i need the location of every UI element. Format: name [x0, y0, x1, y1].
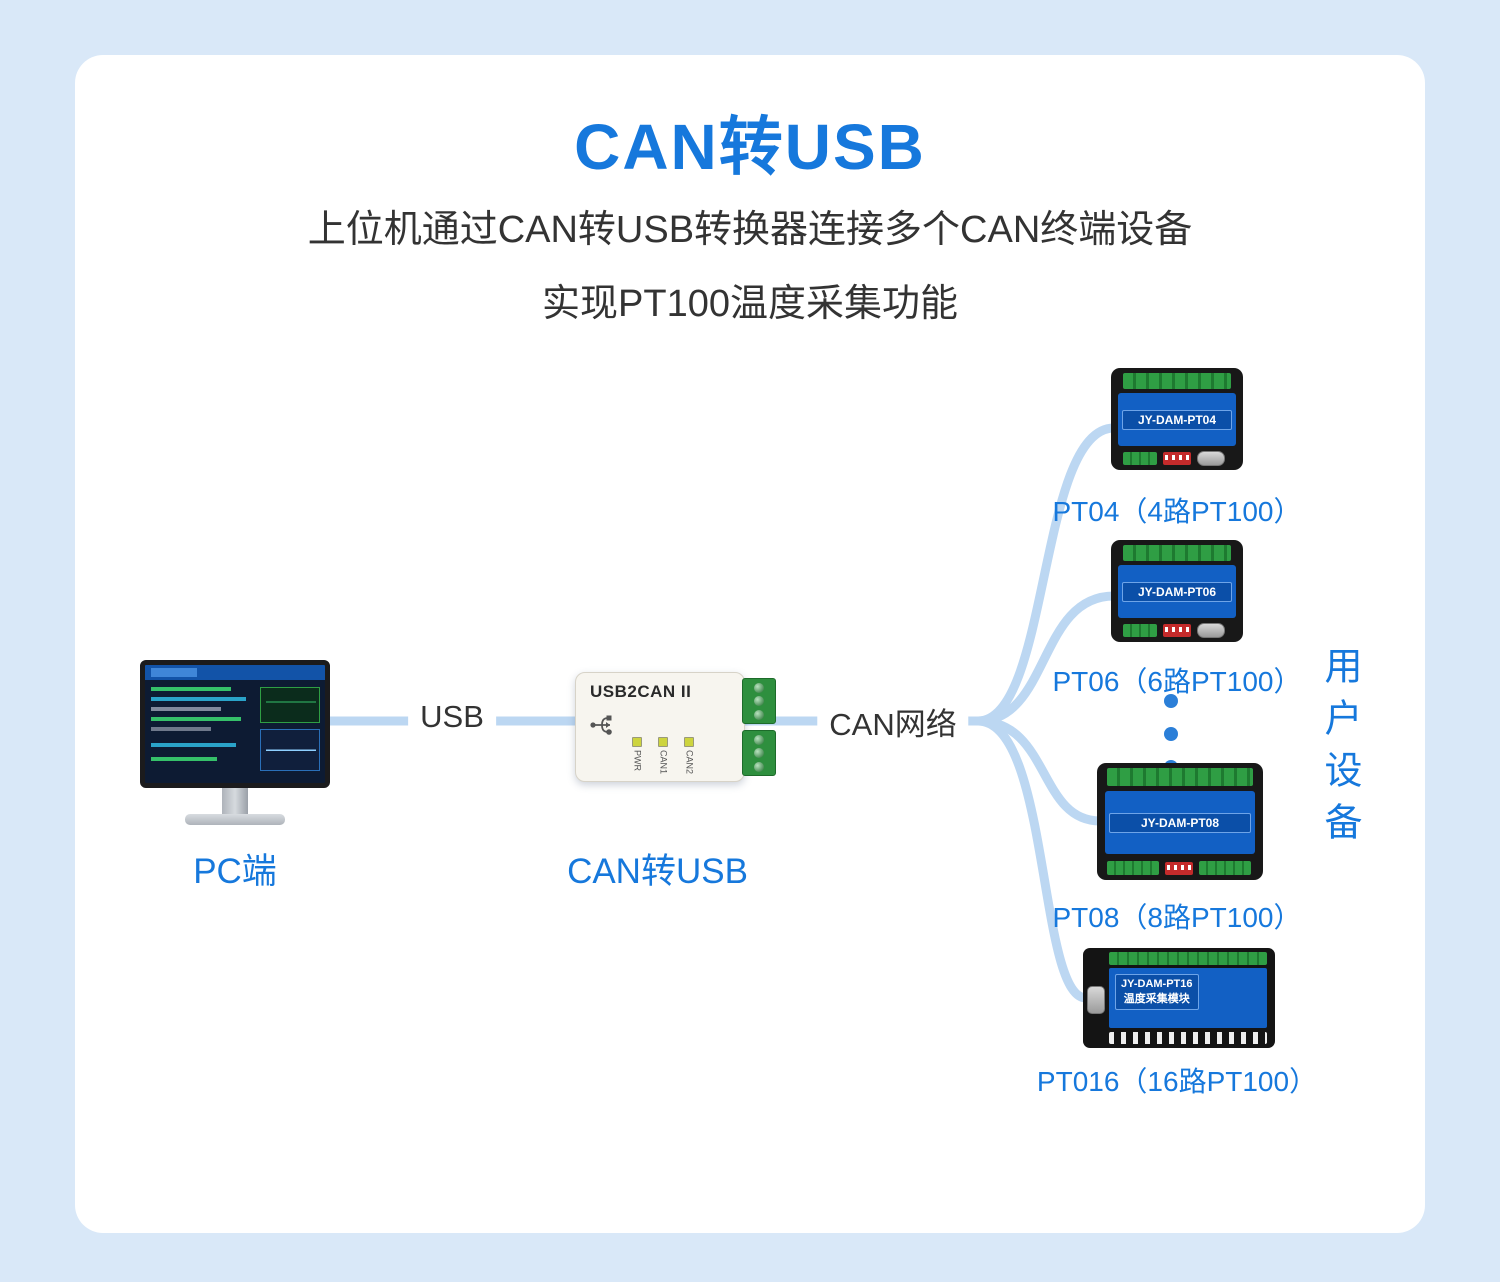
device-bottom-row: [1123, 451, 1231, 466]
terminal-screw: [754, 748, 764, 758]
user-devices-side-label: 用户设备: [1318, 646, 1360, 854]
terminal-screw: [754, 734, 764, 745]
usb2can-converter: USB2CAN II PWR CAN1 CAN2: [575, 672, 776, 782]
terminal-strip: [1123, 452, 1157, 465]
pc-screen: [140, 660, 330, 788]
led-label: PWR: [632, 749, 643, 771]
device-caption-pt06: PT06（6路PT100）: [1052, 666, 1302, 697]
device-model-line: JY-DAM-PT16: [1121, 978, 1193, 990]
pc-screen-textline: [151, 757, 217, 761]
device-model-subtitle: 温度采集模块: [1123, 992, 1190, 1005]
subtitle-line1: 上位机通过CAN转USB转换器连接多个CAN终端设备: [307, 209, 1193, 251]
device-model-text: JY-DAM-PT16 温度采集模块: [1115, 974, 1199, 1010]
db9-connector: [1197, 623, 1225, 638]
db9-connector: [1087, 986, 1105, 1014]
pc-monitor: [140, 660, 330, 825]
converter-led-group: PWR CAN1 CAN2: [632, 736, 695, 774]
pc-screen-waveform: [266, 743, 316, 759]
device-pt06: JY-DAM-PT06: [1111, 540, 1243, 642]
pc-screen-tab: [151, 668, 197, 677]
pc-screen-textline: [151, 687, 231, 691]
terminal-screw: [754, 709, 764, 720]
device-board: JY-DAM-PT04: [1118, 393, 1236, 446]
usb-link-label: USB: [408, 699, 496, 735]
db9-connector: [1197, 451, 1225, 466]
pc-monitor-stand: [222, 788, 248, 814]
device-pt08: JY-DAM-PT08: [1097, 763, 1263, 880]
pc-screen-textline: [151, 727, 211, 731]
pc-screen-textline: [151, 707, 221, 711]
pc-screen-textline: [151, 743, 236, 747]
terminal-strip: [1123, 624, 1157, 637]
terminal-strip: [1199, 861, 1251, 875]
led-label: CAN1: [658, 749, 669, 774]
device-caption-pt04: PT04（4路PT100）: [1052, 496, 1302, 527]
page-title: CAN转USB: [574, 111, 926, 183]
terminal-screw: [754, 696, 764, 706]
terminal-block: [742, 730, 776, 776]
led-indicator: [658, 736, 668, 747]
device-model-text: JY-DAM-PT06: [1122, 581, 1232, 602]
device-pt04: JY-DAM-PT04: [1111, 368, 1243, 470]
device-bottom-row: [1123, 623, 1231, 638]
terminal-screw: [754, 761, 764, 772]
terminal-block: [742, 678, 776, 724]
led-label: CAN2: [684, 749, 695, 774]
subtitle-line2: 实现PT100温度采集功能: [542, 283, 958, 325]
dip-switch: [1163, 452, 1191, 465]
terminal-strip: [1123, 545, 1231, 561]
device-caption-pt08: PT08（8路PT100）: [1052, 902, 1302, 933]
usb-trident-icon: [590, 715, 612, 735]
terminal-strip: [1123, 373, 1231, 389]
led-indicator: [684, 736, 694, 747]
pc-label: PC端: [193, 852, 277, 891]
terminal-screw: [754, 682, 764, 693]
pc-screen-textline: [151, 717, 241, 721]
device-board: JY-DAM-PT06: [1118, 565, 1236, 618]
converter-terminal-block: [742, 678, 776, 776]
dip-switch: [1165, 861, 1193, 875]
terminal-strip: [1109, 1032, 1267, 1044]
dip-switch: [1163, 624, 1191, 637]
led-pwr: PWR: [632, 736, 643, 774]
converter-label: CAN转USB: [567, 852, 748, 891]
led-indicator: [632, 736, 642, 747]
led-can1: CAN1: [658, 736, 669, 774]
converter-model-text: USB2CAN II: [590, 682, 692, 701]
device-board: JY-DAM-PT16 温度采集模块: [1109, 968, 1267, 1028]
device-model-text: JY-DAM-PT08: [1109, 812, 1251, 833]
device-pt16: JY-DAM-PT16 温度采集模块: [1083, 948, 1275, 1048]
device-caption-pt16: PT016（16路PT100）: [1036, 1066, 1318, 1097]
terminal-strip: [1107, 861, 1159, 875]
pc-screen-textline: [151, 697, 246, 701]
terminal-strip: [1107, 768, 1253, 786]
can-link-label: CAN网络: [817, 699, 969, 744]
led-can2: CAN2: [684, 736, 695, 774]
terminal-strip: [1109, 952, 1267, 965]
device-board: JY-DAM-PT08: [1105, 791, 1255, 854]
device-bottom-row: [1107, 861, 1253, 875]
pc-screen-waveform: [266, 695, 316, 709]
device-model-text: JY-DAM-PT04: [1122, 409, 1232, 430]
pc-monitor-base: [185, 814, 285, 825]
